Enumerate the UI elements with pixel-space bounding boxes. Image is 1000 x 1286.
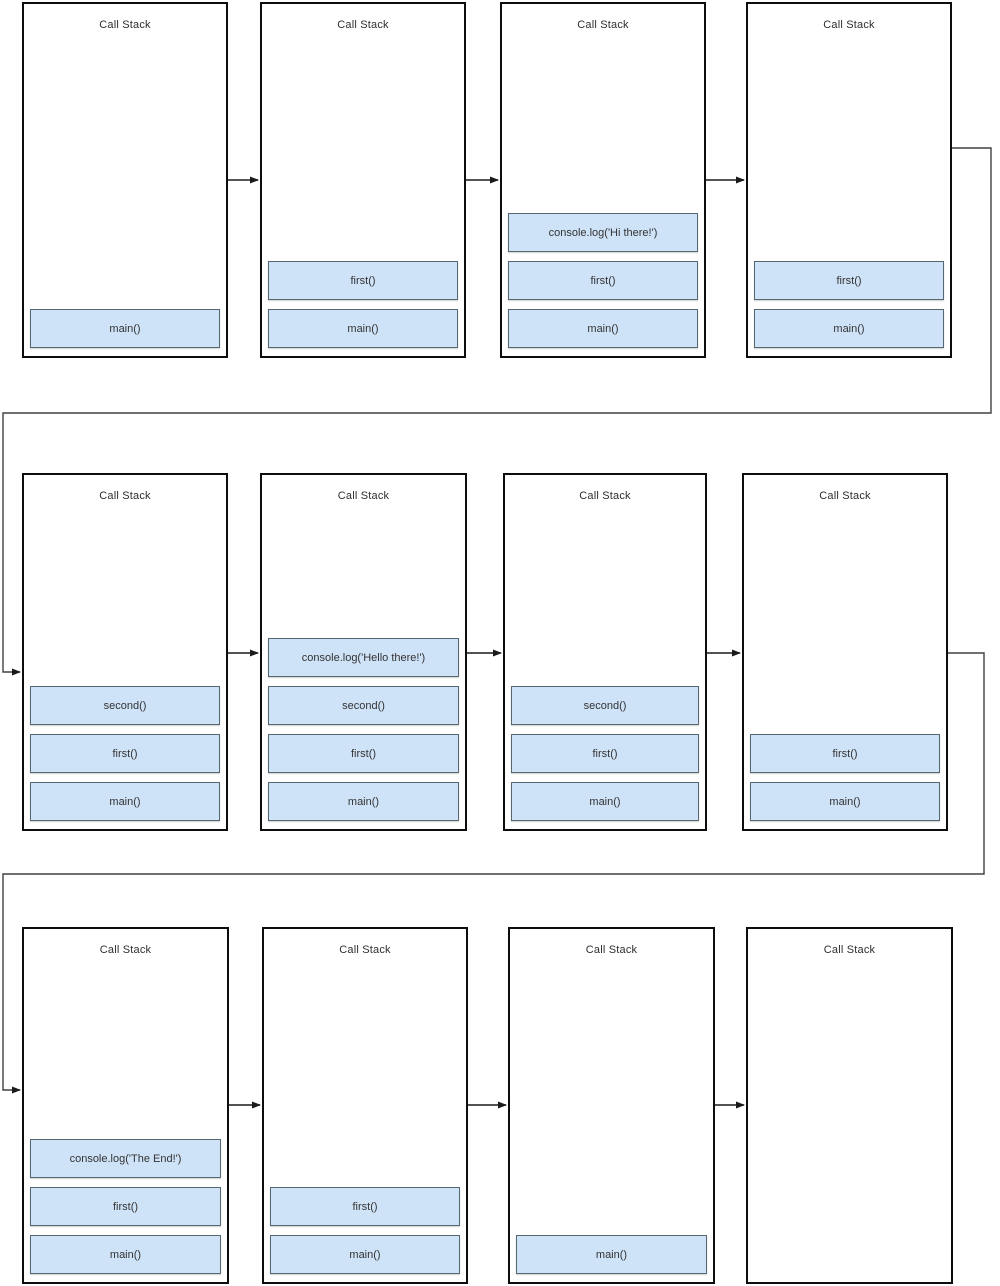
stack-frame-label: main() xyxy=(109,1248,142,1261)
call-stack-panel: Call Stack main() first() console.log('H… xyxy=(500,2,706,358)
stack-frame-label: console.log('The End!') xyxy=(69,1152,182,1165)
stack-frame-label: first() xyxy=(112,747,138,760)
call-stack-panel: Call Stack main() first() second() xyxy=(22,473,228,831)
stack-frame-label: first() xyxy=(352,1200,378,1213)
call-stack-panel: Call Stack main() xyxy=(508,927,715,1284)
stack-frame: first() xyxy=(754,261,944,300)
stack-frame-label: main() xyxy=(109,322,141,335)
stack-frame-label: first() xyxy=(592,747,618,760)
stack-frame: second() xyxy=(268,686,459,725)
stack-frame: console.log('Hello there!') xyxy=(268,638,459,677)
stack-frame: second() xyxy=(30,686,220,725)
panel-title: Call Stack xyxy=(99,490,151,502)
panel-title: Call Stack xyxy=(585,944,638,956)
stack-frame: main() xyxy=(754,309,944,348)
stack-frame-label: main() xyxy=(347,795,380,808)
stack-frame: first() xyxy=(750,734,940,773)
stack-frame-label: console.log('Hi there!') xyxy=(548,226,658,239)
stack-frame: first() xyxy=(30,734,220,773)
stack-frame: first() xyxy=(268,261,458,300)
stack-frame-label: main() xyxy=(589,795,621,808)
stack-frame: first() xyxy=(30,1187,221,1226)
call-stack-panel: Call Stack main() xyxy=(22,2,228,358)
stack-frame-label: first() xyxy=(350,747,377,760)
panel-title: Call Stack xyxy=(99,19,151,31)
stack-frame-label: main() xyxy=(109,795,141,808)
stack-frame: main() xyxy=(270,1235,460,1274)
stack-frame: main() xyxy=(268,782,459,821)
stack-frame: first() xyxy=(508,261,698,300)
stack-frame-label: main() xyxy=(349,1248,381,1261)
stack-frame-label: main() xyxy=(347,322,379,335)
stack-frame-label: first() xyxy=(350,274,376,287)
stack-frame-label: main() xyxy=(829,795,861,808)
stack-frame-label: second() xyxy=(342,699,385,712)
stack-frame: first() xyxy=(511,734,699,773)
stack-frame-label: console.log('Hello there!') xyxy=(301,651,426,664)
stack-frame-label: second() xyxy=(583,699,627,712)
stack-frame-label: first() xyxy=(590,274,616,287)
panel-title: Call Stack xyxy=(577,19,629,31)
call-stack-panel: Call Stack main() first() xyxy=(746,2,952,358)
panel-title: Call Stack xyxy=(339,944,391,956)
call-stack-panel: Call Stack main() first() xyxy=(742,473,948,831)
stack-frame: main() xyxy=(516,1235,707,1274)
stack-frame-label: second() xyxy=(103,699,147,712)
call-stack-panel: Call Stack main() first() xyxy=(260,2,466,358)
stack-frame: main() xyxy=(268,309,458,348)
stack-frame: main() xyxy=(30,309,220,348)
stack-frame: main() xyxy=(508,309,698,348)
stack-frame-label: main() xyxy=(595,1248,628,1261)
stack-frame: main() xyxy=(511,782,699,821)
panel-title: Call Stack xyxy=(823,19,875,31)
stack-frame: second() xyxy=(511,686,699,725)
stack-frame-label: main() xyxy=(833,322,865,335)
stack-frame: main() xyxy=(30,1235,221,1274)
panel-title: Call Stack xyxy=(819,490,871,502)
stack-frame-label: first() xyxy=(836,274,862,287)
stack-frame-label: main() xyxy=(587,322,619,335)
stack-frame-label: first() xyxy=(112,1200,139,1213)
stack-frame: console.log('Hi there!') xyxy=(508,213,698,252)
call-stack-panel: Call Stack xyxy=(746,927,953,1284)
stack-frame-label: first() xyxy=(832,747,858,760)
stack-frame: main() xyxy=(30,782,220,821)
stack-frame: first() xyxy=(270,1187,460,1226)
panel-title: Call Stack xyxy=(579,490,631,502)
panel-title: Call Stack xyxy=(823,944,876,956)
stack-frame: console.log('The End!') xyxy=(30,1139,221,1178)
call-stack-panel: Call Stack main() first() second() conso… xyxy=(260,473,467,831)
call-stack-panel: Call Stack main() first() console.log('T… xyxy=(22,927,229,1284)
call-stack-panel: Call Stack main() first() second() xyxy=(503,473,707,831)
stack-frame: main() xyxy=(750,782,940,821)
stack-frame: first() xyxy=(268,734,459,773)
panel-title: Call Stack xyxy=(99,944,152,956)
panel-title: Call Stack xyxy=(337,19,389,31)
panel-title: Call Stack xyxy=(337,490,390,502)
call-stack-panel: Call Stack main() first() xyxy=(262,927,468,1284)
